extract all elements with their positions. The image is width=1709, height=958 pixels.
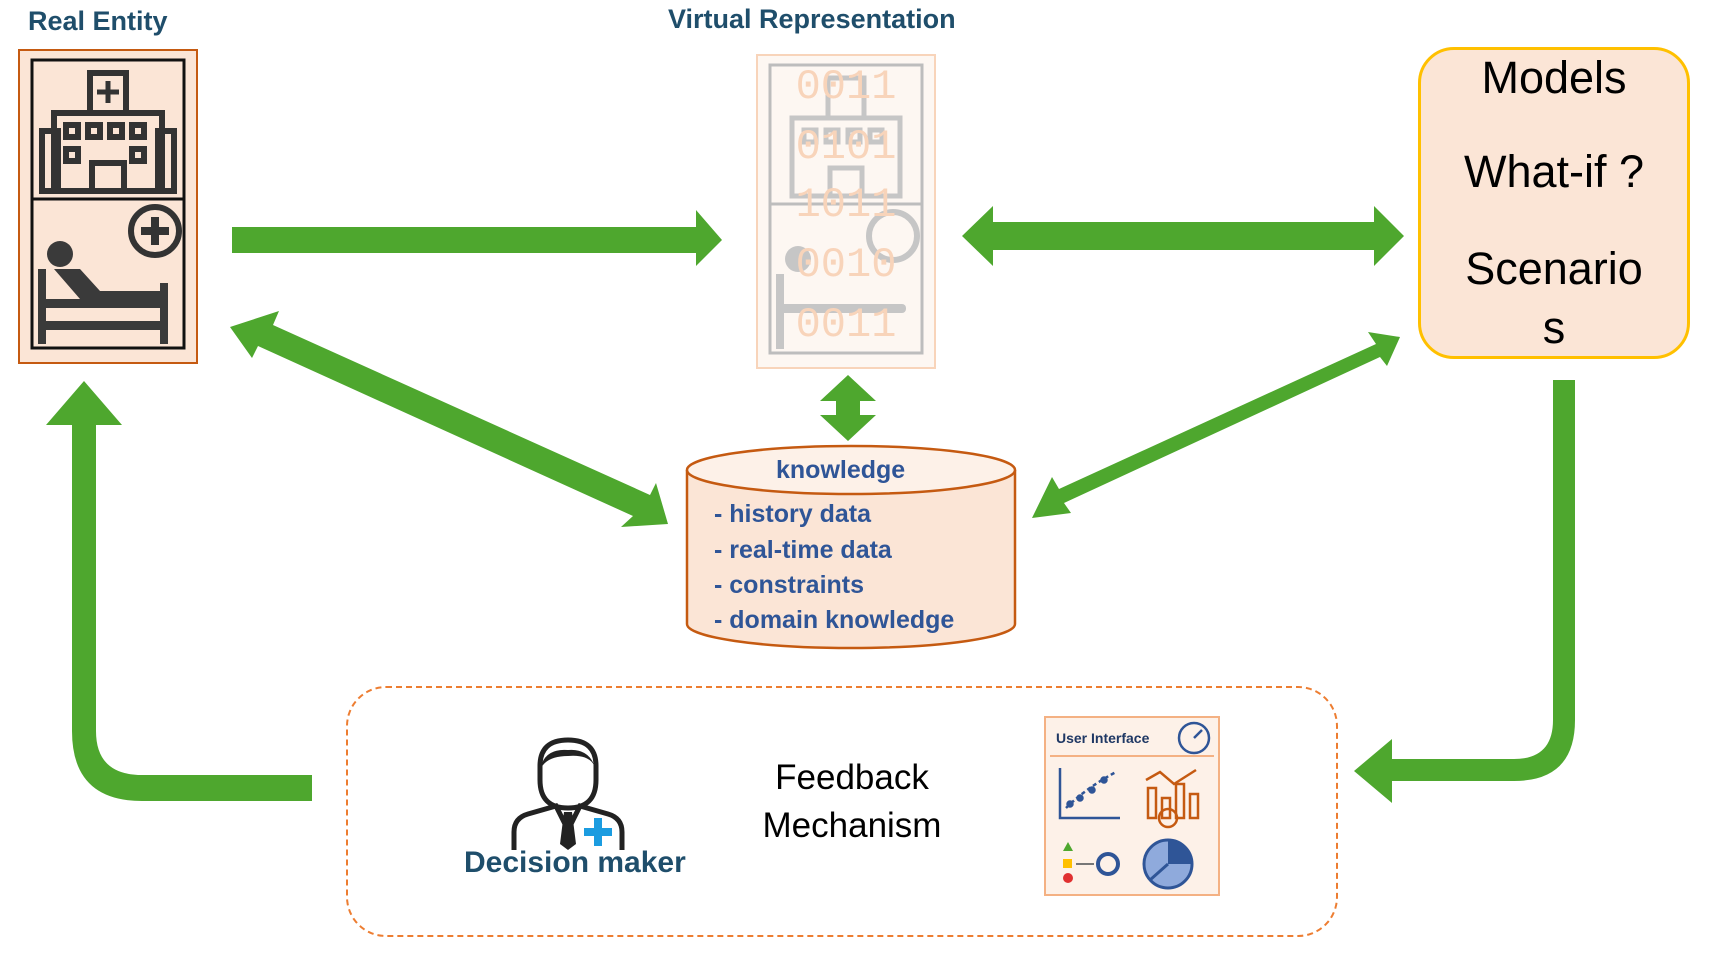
- what-if-label: What-if ?: [1463, 146, 1645, 197]
- medical-cross-icon: [128, 204, 182, 258]
- models-box: Models What-if ? Scenario s: [1418, 47, 1690, 359]
- dashboard-icon: [1050, 721, 1214, 890]
- user-interface-title: User Interface: [1056, 730, 1150, 746]
- knowledge-item: - constraints: [714, 571, 865, 599]
- arrow-models-knowledge: [1032, 332, 1400, 518]
- database-icon: [685, 444, 1017, 650]
- pie-chart-icon: [1142, 838, 1194, 890]
- knowledge-item: - real-time data: [714, 536, 892, 564]
- binary-row: 0010: [796, 241, 897, 289]
- knowledge-title: knowledge: [776, 456, 906, 484]
- virtual-hospital-icon: 0011 0101 1011 0010 0011: [768, 63, 924, 355]
- hospital-icon: [39, 70, 177, 194]
- binary-row: 0011: [796, 63, 897, 111]
- arrow-real-knowledge: [230, 311, 668, 527]
- models-label: Models: [1481, 52, 1627, 103]
- arrow-virtual-knowledge: [820, 375, 876, 441]
- patient-bed-icon: [38, 241, 168, 344]
- scenarios-label-wrap: s: [1542, 302, 1566, 353]
- binary-row: 0011: [796, 301, 897, 349]
- bar-chart-icon: [1145, 768, 1200, 829]
- scatter-plot-icon: [1058, 768, 1120, 820]
- feedback-label: Feedback: [775, 758, 929, 797]
- process-icon: [1063, 842, 1120, 883]
- binary-row: 1011: [796, 181, 897, 229]
- scenarios-label: Scenario: [1465, 243, 1643, 294]
- feedback-mechanism-box: [346, 686, 1338, 937]
- binary-row: 0101: [796, 123, 897, 171]
- knowledge-item: - history data: [714, 500, 871, 528]
- real-entity-box: [18, 49, 198, 364]
- decision-maker-icon: [511, 737, 625, 850]
- hospital-patient-icon: [30, 58, 186, 350]
- mechanism-label: Mechanism: [762, 806, 942, 845]
- arrow-real-to-virtual: [232, 210, 722, 266]
- arrow-models-feedback: [1354, 380, 1575, 803]
- virtual-representation-box: 0011 0101 1011 0010 0011: [756, 54, 936, 369]
- arrow-feedback-real: [46, 381, 312, 801]
- knowledge-item: - domain knowledge: [714, 606, 955, 634]
- real-entity-title: Real Entity: [28, 6, 168, 36]
- virtual-representation-title: Virtual Representation: [668, 4, 956, 34]
- decision-maker-label: Decision maker: [464, 846, 686, 879]
- gauge-icon: [1177, 721, 1211, 755]
- arrow-virtual-models: [962, 206, 1404, 266]
- user-interface-panel: User Interface: [1044, 716, 1220, 896]
